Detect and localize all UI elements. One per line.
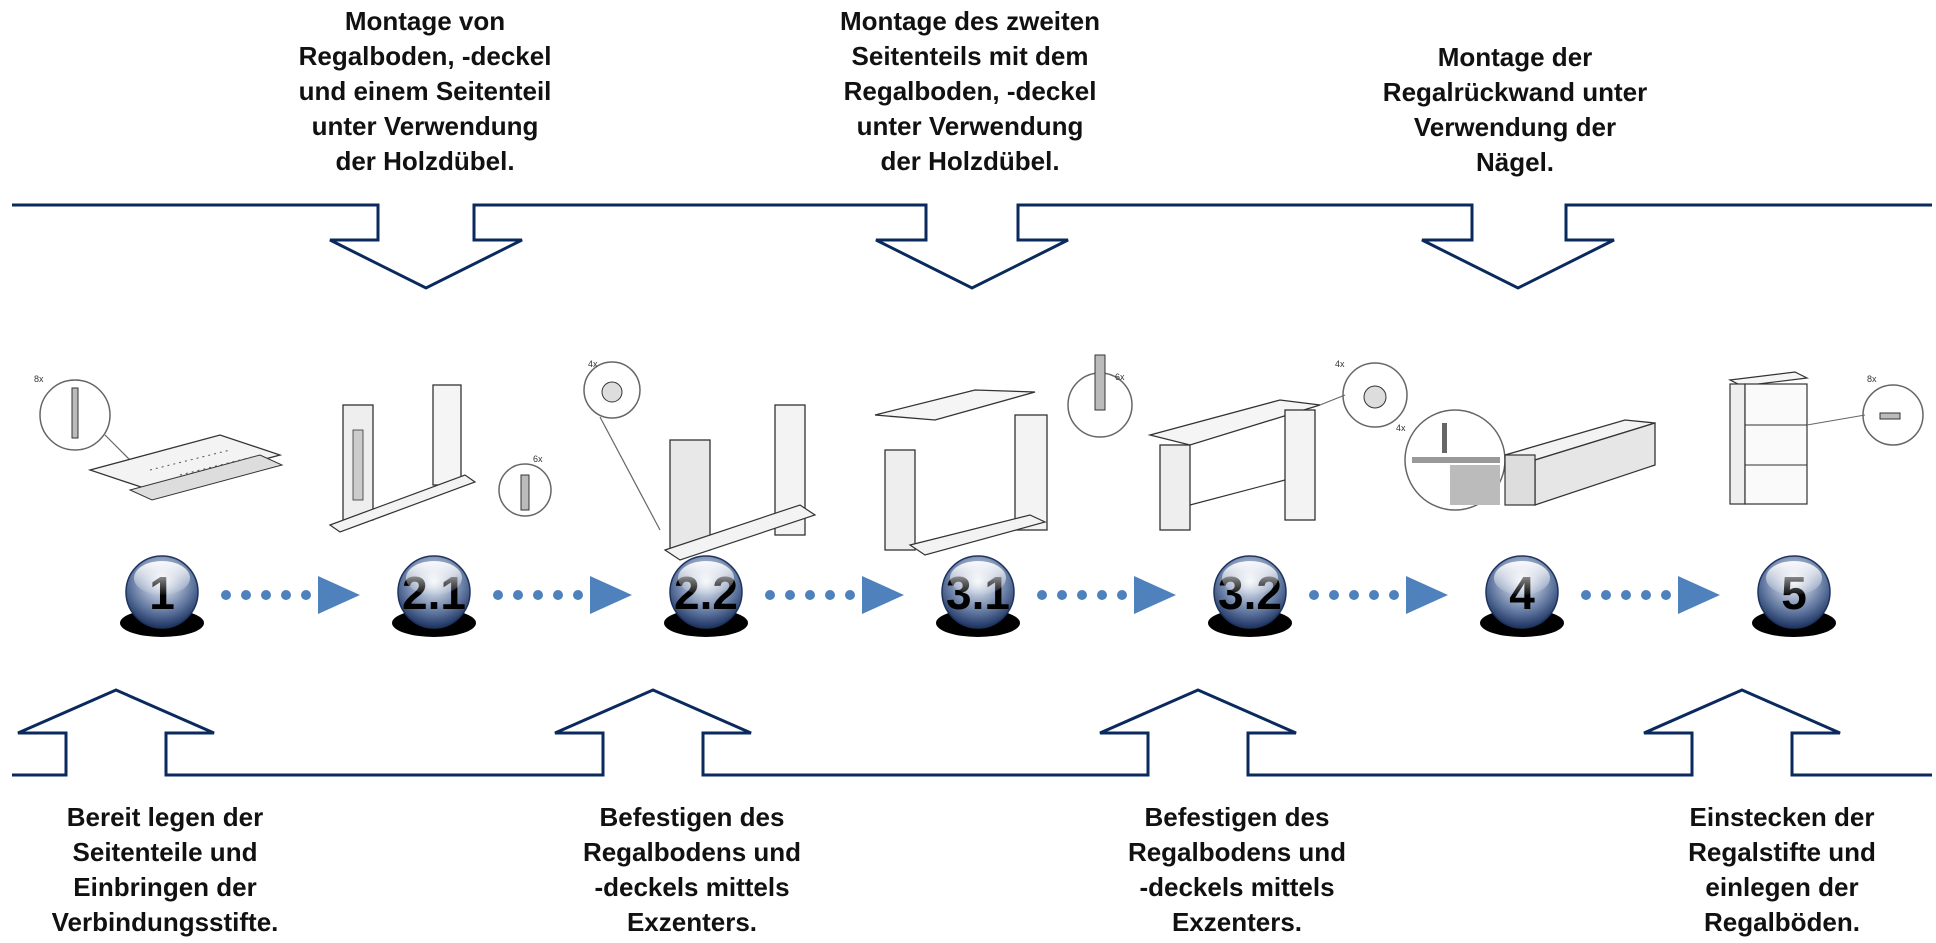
- arrow-dot: [825, 590, 835, 600]
- step-marker-shine: [134, 561, 190, 595]
- step-3-1-illustration: 6x: [874, 354, 1133, 556]
- arrow-dot: [1309, 590, 1319, 600]
- top-label-step-3-1: Montage des zweiten Seitenteils mit dem …: [839, 6, 1101, 176]
- top-label-step-4: Montage der Regalrückwand unter Verwendu…: [1382, 42, 1648, 177]
- arrow-dot: [221, 590, 231, 600]
- bottom-frame-arrows: [12, 688, 1932, 777]
- step-marker-4: 4: [1480, 555, 1564, 637]
- arrow-dot: [573, 590, 583, 600]
- step-marker-5: 5: [1752, 555, 1836, 637]
- top-frame-arrows: [12, 203, 1932, 290]
- arrow-dot: [1601, 590, 1611, 600]
- arrow-dot: [1661, 590, 1671, 600]
- arrow-dot: [1037, 590, 1047, 600]
- arrow-head: [862, 576, 904, 614]
- arrow-dot: [533, 590, 543, 600]
- dotted-arrow-2-2: [765, 576, 904, 614]
- arrow-dot: [1369, 590, 1379, 600]
- dotted-arrow-1: [221, 576, 360, 614]
- arrow-dot: [1057, 590, 1067, 600]
- step-3-2-illustration: 4x: [1147, 359, 1408, 531]
- bottom-label-step-2-2: Befestigen des Regalbodens und -deckels …: [582, 802, 802, 937]
- dotted-step-arrows: [221, 576, 1720, 614]
- arrow-head: [318, 576, 360, 614]
- arrow-dot: [1349, 590, 1359, 600]
- step-marker-3-1: 3.1: [936, 555, 1020, 637]
- step-1-illustration: 8x: [34, 374, 284, 501]
- arrow-dot: [1389, 590, 1399, 600]
- dotted-arrow-3-2: [1309, 576, 1448, 614]
- arrow-dot: [1329, 590, 1339, 600]
- step-2-1-illustration: 6x: [328, 384, 552, 533]
- dotted-arrow-4: [1581, 576, 1720, 614]
- step-marker-2-1: 2.1: [392, 555, 476, 637]
- step-marker-1: 1: [120, 555, 204, 637]
- step-marker-2-2: 2.2: [664, 555, 748, 637]
- arrow-dot: [281, 590, 291, 600]
- arrow-dot: [553, 590, 563, 600]
- step-2-2-illustration: 4x: [583, 359, 817, 561]
- step-3-1-count-badge: 6x: [1115, 372, 1125, 382]
- arrow-dot: [513, 590, 523, 600]
- arrow-dot: [1581, 590, 1591, 600]
- step-5-illustration: 8x: [1727, 371, 1924, 505]
- step-1-count-badge: 8x: [34, 374, 44, 384]
- arrow-head: [1678, 576, 1720, 614]
- arrow-dot: [845, 590, 855, 600]
- step-4-illustration: 4x: [1396, 409, 1656, 511]
- step-marker-shine: [1766, 561, 1822, 595]
- dotted-arrow-2-1: [493, 576, 632, 614]
- step-markers: 1 2.1 2.2 3.1 3.2 4 5: [120, 555, 1836, 637]
- arrow-dot: [261, 590, 271, 600]
- step-3-2-count-badge: 4x: [1335, 359, 1345, 369]
- bottom-label-step-5: Einstecken der Regalstifte und einlegen …: [1688, 802, 1876, 937]
- arrow-dot: [1077, 590, 1087, 600]
- step-2-2-count-badge: 4x: [588, 359, 598, 369]
- arrow-head: [1406, 576, 1448, 614]
- step-marker-shine: [1494, 561, 1550, 595]
- step-4-count-badge: 4x: [1396, 423, 1406, 433]
- dotted-arrow-3-1: [1037, 576, 1176, 614]
- arrow-head: [590, 576, 632, 614]
- bottom-label-step-3-2: Befestigen des Regalbodens und -deckels …: [1127, 802, 1347, 937]
- arrow-dot: [765, 590, 775, 600]
- arrow-dot: [1621, 590, 1631, 600]
- arrow-dot: [785, 590, 795, 600]
- arrow-head: [1134, 576, 1176, 614]
- step-5-count-badge: 8x: [1867, 374, 1877, 384]
- arrow-dot: [805, 590, 815, 600]
- step-2-1-count-badge: 6x: [533, 454, 543, 464]
- arrow-dot: [1641, 590, 1651, 600]
- arrow-dot: [1097, 590, 1107, 600]
- step-marker-shine: [1222, 561, 1278, 595]
- arrow-dot: [301, 590, 311, 600]
- arrow-dot: [241, 590, 251, 600]
- step-marker-shine: [678, 561, 734, 595]
- step-marker-3-2: 3.2: [1208, 555, 1292, 637]
- top-label-step-2-1: Montage von Regalboden, -deckel und eine…: [298, 6, 552, 176]
- arrow-dot: [493, 590, 503, 600]
- step-marker-shine: [406, 561, 462, 595]
- bottom-label-step-1: Bereit legen der Seitenteile und Einbrin…: [51, 802, 279, 937]
- arrow-dot: [1117, 590, 1127, 600]
- step-marker-shine: [950, 561, 1006, 595]
